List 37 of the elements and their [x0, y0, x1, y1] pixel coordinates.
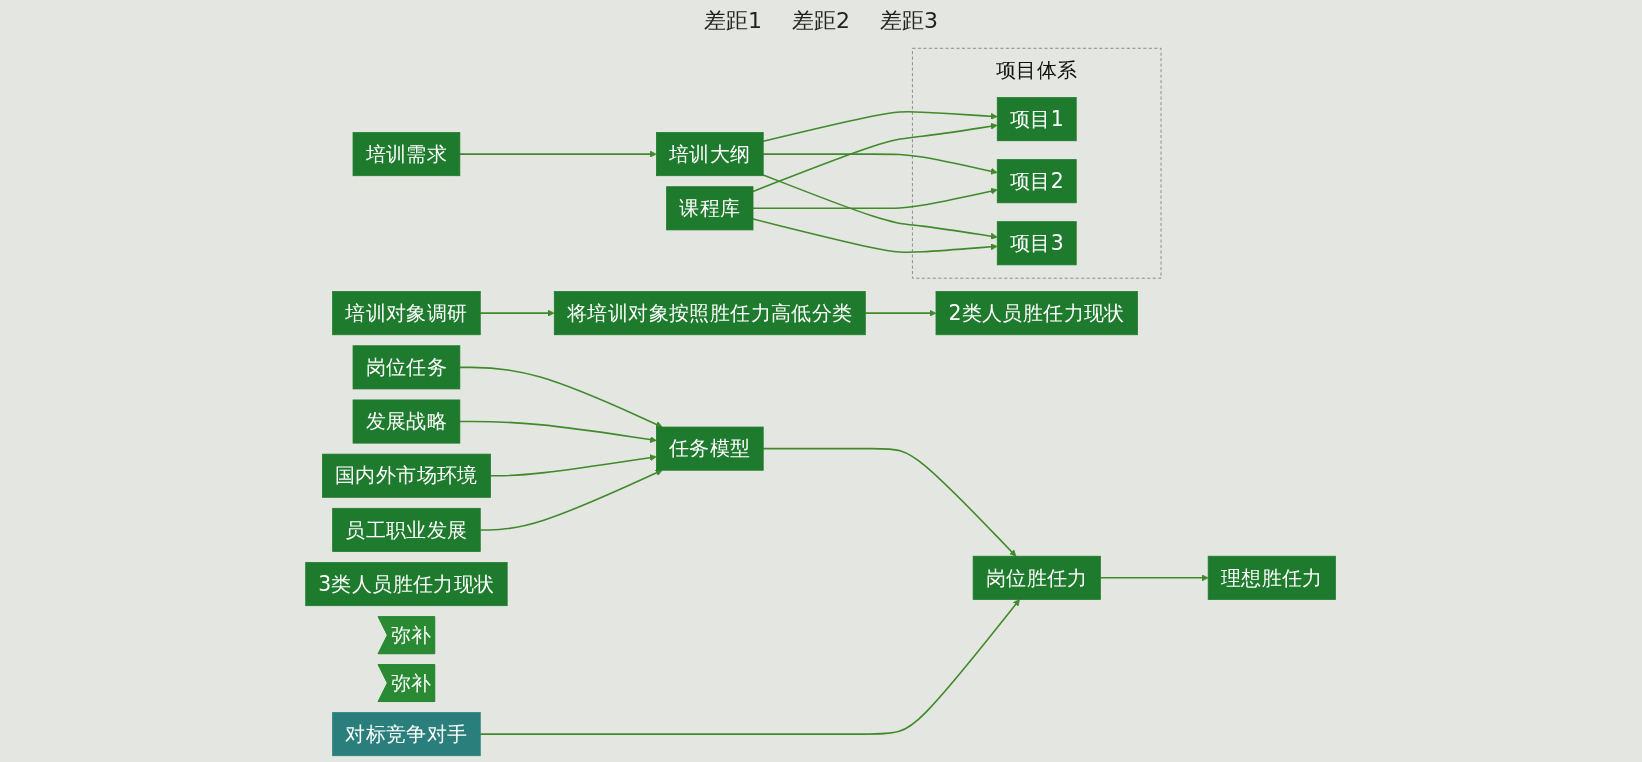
- gap-label: 差距2: [792, 7, 850, 35]
- arrow: [762, 153, 999, 175]
- node-box: 发展战略: [353, 399, 461, 444]
- arrow: [459, 150, 658, 158]
- node-box: 理想胜任力: [1208, 555, 1337, 600]
- arrow: [490, 454, 658, 477]
- arrow: [1100, 574, 1209, 582]
- arrow: [752, 218, 999, 254]
- arrow: [762, 447, 1017, 557]
- node-box: 培训大纲: [656, 132, 765, 177]
- node-box: 岗位胜任力: [973, 555, 1102, 600]
- node-box: 项目1: [997, 97, 1078, 142]
- node-box: 任务模型: [656, 426, 765, 471]
- node-box: 员工职业发展: [332, 507, 482, 552]
- arrow: [762, 174, 999, 240]
- arrow: [865, 309, 937, 317]
- gap-label: 差距1: [704, 7, 762, 35]
- arrow: [479, 469, 663, 531]
- arrow: [459, 366, 663, 428]
- arrow: [752, 122, 999, 193]
- arrow: [752, 187, 999, 210]
- node-box: 国内外市场环境: [322, 453, 492, 498]
- node-box: 项目2: [997, 159, 1078, 204]
- arrow: [479, 599, 1021, 735]
- node-box: 3类人员胜任力现状: [305, 562, 509, 607]
- node-box: 项目3: [997, 221, 1078, 266]
- node-box: 对标竞争对手: [332, 712, 482, 757]
- node-box: 培训对象调研: [332, 291, 482, 336]
- node-box: 岗位任务: [353, 345, 461, 390]
- gap-label: 差距3: [880, 7, 938, 35]
- arrow: [762, 110, 999, 143]
- arrow: [479, 309, 556, 317]
- node-box: 课程库: [666, 186, 754, 231]
- node-box: 将培训对象按照胜任力高低分类: [554, 291, 867, 336]
- arrow: [459, 420, 658, 444]
- node-box: 培训需求: [353, 132, 461, 177]
- node-box: 2类人员胜任力现状: [936, 291, 1139, 336]
